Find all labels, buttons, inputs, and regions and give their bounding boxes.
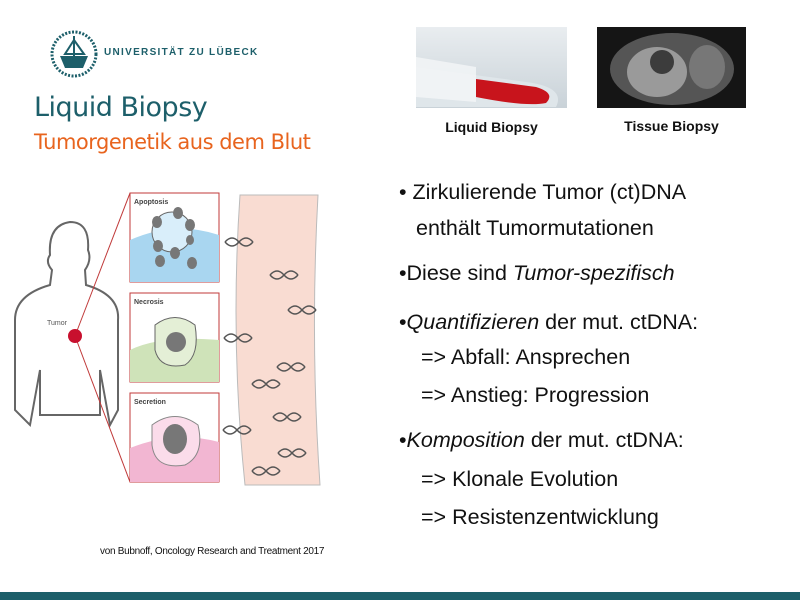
university-name: UNIVERSITÄT ZU LÜBECK	[104, 47, 259, 58]
bullet-2-emphasis: Tumor-spezifisch	[512, 261, 675, 285]
bullet-4: •Komposition der mut. ctDNA:	[399, 428, 684, 453]
tumor-label: Tumor	[47, 320, 68, 327]
bullet-3-sub-2: => Anstieg: Progression	[421, 383, 650, 407]
panel-apoptosis-label: Apoptosis	[134, 199, 168, 206]
bullet-3-sub-1: => Abfall: Ansprechen	[421, 345, 631, 369]
slide-title: Liquid Biopsy	[34, 92, 208, 123]
bullet-3-text: der mut. ctDNA:	[539, 310, 699, 334]
bullet-3: •Quantifizieren der mut. ctDNA:	[399, 310, 698, 335]
bullet-3-emphasis: Quantifizieren	[406, 310, 540, 334]
slide-subtitle: Tumorgenetik aus dem Blut	[34, 130, 311, 154]
ctdna-release-illustration: Tumor Apoptosis Necrosis Secretion	[14, 192, 321, 486]
figure-credit: von Bubnoff, Oncology Research and Treat…	[100, 546, 325, 557]
bullet-1-line-1: • Zirkulierende Tumor (ct)DNA	[399, 180, 687, 204]
dna-fragments	[222, 237, 317, 476]
university-seal-logo	[50, 30, 98, 78]
footer-bar	[0, 592, 800, 600]
panel-secretion-label: Secretion	[134, 399, 166, 406]
bullet-4-marker: •	[399, 428, 407, 452]
bullet-2: •Diese sind Tumor-spezifisch	[399, 261, 675, 286]
bullet-2-text: •Diese sind	[399, 261, 513, 285]
bullet-4-sub-2: => Resistenzentwicklung	[421, 505, 659, 529]
tissue-biopsy-label: Tissue Biopsy	[624, 118, 719, 134]
bullet-4-emphasis: Komposition	[406, 428, 525, 452]
bullet-1-line-2: enthält Tumormutationen	[416, 216, 654, 240]
panel-necrosis-label: Necrosis	[134, 299, 164, 306]
bullet-4-sub-1: => Klonale Evolution	[421, 467, 619, 491]
bullet-4-text: der mut. ctDNA:	[524, 428, 684, 452]
bullet-3-marker: •	[399, 310, 407, 334]
liquid-biopsy-label: Liquid Biopsy	[445, 119, 538, 135]
tissue-biopsy-ct-image	[597, 27, 746, 108]
liquid-biopsy-photo	[416, 27, 567, 108]
